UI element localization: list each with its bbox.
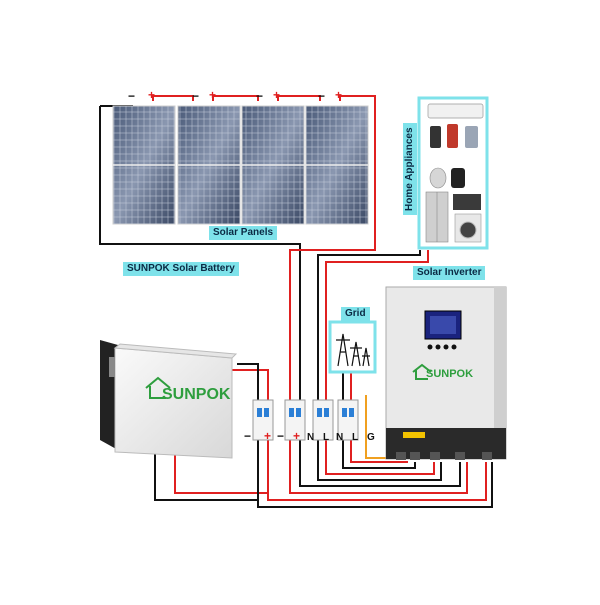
wire-out-2 — [267, 440, 487, 501]
solar-inverter — [385, 286, 507, 460]
battery-brand-logo: SUNPOK — [162, 386, 231, 403]
inverter-brand-logo: SUNPOK — [426, 368, 474, 380]
inverter-side — [494, 287, 506, 459]
grid-line-terminal: L — [352, 432, 359, 443]
battery-positive-terminal: + — [264, 429, 272, 443]
panel-4-positive-terminal: + — [335, 88, 343, 102]
home-appliances-label: Home Appliances — [403, 123, 417, 215]
wire-out-4 — [299, 440, 461, 487]
mixer-icon — [447, 124, 458, 148]
panel-1-positive-terminal: + — [148, 88, 156, 102]
solar-panel-array — [112, 105, 369, 225]
breaker-ac-grid — [337, 399, 359, 441]
sunpok-logo-icon-inverter — [412, 363, 432, 380]
wire-battery-pos — [232, 369, 269, 400]
wire-out-8 — [350, 440, 408, 463]
kettle-icon — [429, 167, 447, 189]
inverter-buttons — [427, 344, 457, 350]
microwave-icon — [453, 194, 481, 210]
breaker-group — [252, 399, 359, 441]
inverter-terminals — [396, 452, 492, 460]
grid-label: Grid — [341, 307, 370, 321]
wire-battery-neg — [237, 363, 259, 400]
blender-icon — [430, 126, 441, 148]
coffee-machine-icon — [465, 126, 478, 148]
power-tower-icon — [336, 333, 370, 367]
air-conditioner-icon — [427, 103, 484, 119]
load-line-terminal: L — [323, 432, 330, 443]
ground-terminal: G — [367, 432, 375, 443]
panel-4-negative-terminal: − — [318, 89, 326, 103]
wire-out-3 — [289, 440, 468, 494]
wire-panel-link-2 — [212, 95, 259, 101]
solar-panels-label: Solar Panels — [209, 226, 278, 240]
home-appliances-box — [417, 96, 489, 250]
solar-inverter-label: Solar Inverter — [413, 266, 486, 280]
wire-out-7 — [342, 440, 416, 469]
warning-label — [403, 432, 425, 438]
wire-out-1 — [257, 440, 493, 508]
solar-panel-3 — [241, 105, 305, 225]
wire-panel-pos-right — [289, 95, 376, 400]
pv-negative-terminal: − — [277, 429, 285, 443]
air-fryer-icon — [451, 168, 465, 188]
battery-handle — [109, 357, 115, 377]
panel-3-negative-terminal: − — [256, 89, 264, 103]
panel-2-negative-terminal: − — [192, 89, 200, 103]
grid-box — [328, 320, 377, 374]
solar-panel-4 — [305, 105, 369, 225]
sunpok-logo-icon-battery — [145, 376, 171, 399]
breaker-dc-pv — [284, 399, 306, 441]
panel-1-negative-terminal: − — [128, 89, 136, 103]
breaker-dc-battery — [252, 399, 274, 441]
pv-positive-terminal: + — [293, 429, 301, 443]
wire-appliance-n — [317, 250, 421, 400]
solar-battery — [100, 340, 238, 459]
battery-negative-terminal: − — [244, 429, 252, 443]
solar-panel-2 — [177, 105, 241, 225]
wire-panel-link-3 — [277, 95, 321, 101]
solar-battery-label: SUNPOK Solar Battery — [123, 262, 239, 276]
wire-out-6 — [325, 440, 435, 475]
grid-neutral-terminal: N — [336, 432, 344, 443]
wire-appliance-l — [325, 250, 429, 400]
solar-panel-1 — [112, 105, 176, 225]
load-neutral-terminal: N — [307, 432, 315, 443]
wire-out-5 — [317, 440, 442, 481]
panel-2-positive-terminal: + — [209, 88, 217, 102]
wire-panel-link-1 — [152, 95, 194, 101]
wire-panel-neg-left — [99, 106, 301, 400]
breaker-ac-load — [312, 399, 334, 441]
panel-3-positive-terminal: + — [273, 88, 281, 102]
